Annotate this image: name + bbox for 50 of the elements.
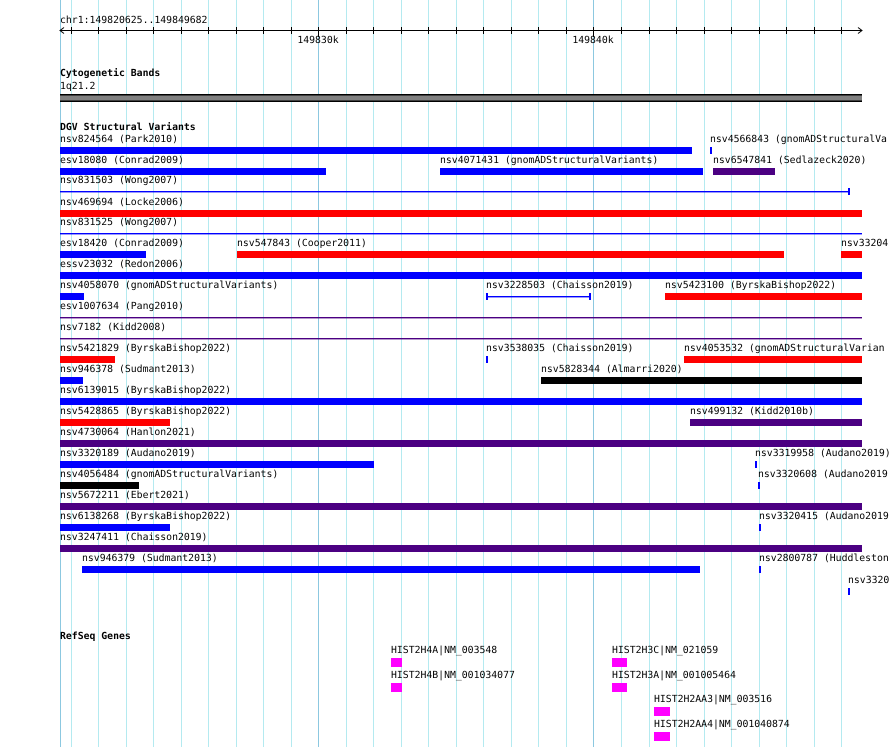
- variant-label: nsv5828344 (Almarri2020): [541, 364, 684, 376]
- variant-label: nsv3320608 (Audano2019: [758, 469, 888, 481]
- band-label: 1q21.2: [60, 80, 96, 92]
- gene-label: HIST2H4A|NM_003548: [391, 645, 498, 657]
- gene-label: HIST2H3C|NM_021059: [612, 645, 718, 657]
- track-heading: DGV Structural Variants: [60, 122, 196, 134]
- variant-label: nsv3538035 (Chaisson2019): [486, 343, 634, 355]
- variant-label: nsv3320: [848, 575, 890, 587]
- variant-label: nsv4071431 (gnomADStructuralVariants): [440, 155, 660, 167]
- gene-label: HIST2H2AA4|NM_001040874: [654, 719, 790, 731]
- gene-label: HIST2H2AA3|NM_003516: [654, 694, 772, 706]
- variant-label: nsv469694 (Locke2006): [60, 197, 185, 209]
- variant-label: nsv4053532 (gnomADStructuralVarian: [684, 343, 885, 355]
- variant-label: nsv3319958 (Audano2019): [755, 448, 890, 460]
- variant-label: esv1007634 (Pang2010): [60, 301, 185, 313]
- variant-label: esv18080 (Conrad2009): [60, 155, 185, 167]
- variant-label: nsv4058070 (gnomADStructuralVariants): [60, 280, 278, 292]
- variant-label: nsv3247411 (Chaisson2019): [60, 532, 208, 544]
- variant-label: nsv5423100 (ByrskaBishop2022): [665, 280, 838, 292]
- gene-label: HIST2H3A|NM_001005464: [612, 670, 736, 682]
- ruler-tick-label: 149830k: [297, 35, 339, 47]
- variant-label: nsv33204: [841, 238, 888, 250]
- gene-label: HIST2H4B|NM_001034077: [391, 670, 515, 682]
- variant-label: nsv3320415 (Audano2019: [759, 511, 889, 523]
- variant-label: nsv946378 (Sudmant2013): [60, 364, 196, 376]
- variant-label: nsv547843 (Cooper2011): [237, 238, 368, 250]
- ruler-tick-label: 149840k: [572, 35, 614, 47]
- variant-label: nsv4730064 (Hanlon2021): [60, 427, 197, 439]
- variant-label: nsv824564 (Park2010): [60, 134, 179, 146]
- variant-label: nsv7182 (Kidd2008): [60, 322, 168, 334]
- variant-label: nsv499132 (Kidd2010b): [690, 406, 815, 418]
- variant-label: nsv4056484 (gnomADStructuralVariants): [60, 469, 278, 481]
- variant-label: nsv6139015 (ByrskaBishop2022): [60, 385, 232, 397]
- track-heading: RefSeq Genes: [60, 631, 131, 643]
- variant-label: nsv5428865 (ByrskaBishop2022): [60, 406, 232, 418]
- variant-label: nsv831525 (Wong2007): [60, 217, 179, 229]
- variant-label: nsv946379 (Sudmant2013): [82, 553, 219, 565]
- variant-label: nsv2800787 (Huddleston: [759, 553, 889, 565]
- variant-label: nsv5421829 (ByrskaBishop2022): [60, 343, 232, 355]
- variant-label: nsv6547841 (Sedlazeck2020): [713, 155, 866, 167]
- variant-label: essv23032 (Redon2006): [60, 259, 185, 271]
- position-label: chr1:149820625..149849682: [60, 15, 208, 27]
- variant-label: esv18420 (Conrad2009): [60, 238, 184, 250]
- track-heading: Cytogenetic Bands: [60, 68, 160, 80]
- variant-label: nsv831503 (Wong2007): [60, 175, 179, 187]
- variant-label: nsv5672211 (Ebert2021): [60, 490, 191, 502]
- variant-label: nsv4566843 (gnomADStructuralVa: [710, 134, 887, 146]
- variant-label: nsv3320189 (Audano2019): [60, 448, 197, 460]
- variant-label: nsv3228503 (Chaisson2019): [486, 280, 634, 292]
- variant-label: nsv6138268 (ByrskaBishop2022): [60, 511, 232, 523]
